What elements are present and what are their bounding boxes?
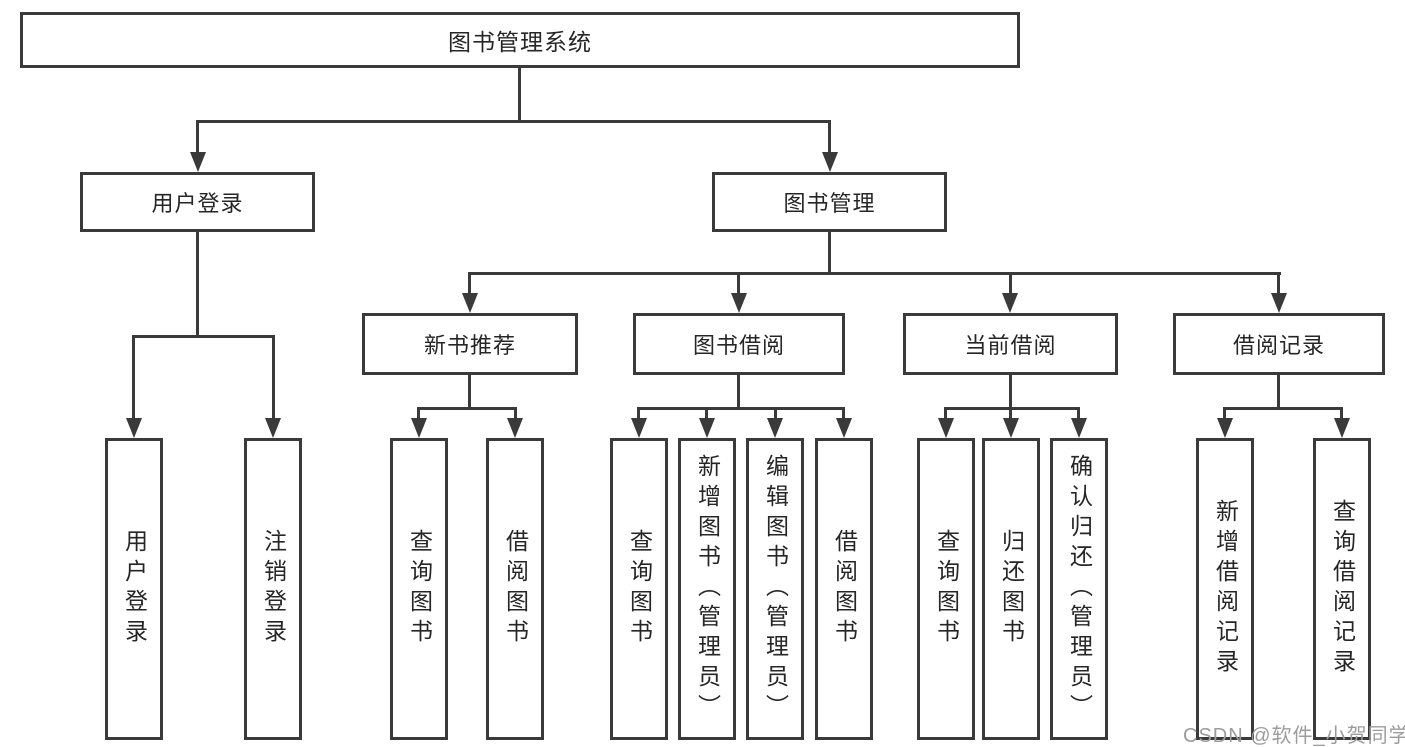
connector-drop [1277, 272, 1280, 293]
connector-current-bar [944, 407, 1080, 410]
connector-drop [828, 120, 831, 152]
leaf-borrow-books-recommend: 借阅图书 [486, 438, 544, 740]
connector-drop [774, 407, 777, 418]
arrowhead-icon [836, 418, 852, 438]
connector-drop [1340, 407, 1343, 418]
arrowhead-icon [699, 418, 715, 438]
leaf-confirm-return-admin: 确认归还（管理员） [1050, 438, 1108, 740]
arrowhead-icon [938, 418, 954, 438]
connector-drop [417, 407, 420, 418]
connector-drop [705, 407, 708, 418]
connector-drop [468, 272, 471, 293]
leaf-query-borrow-record: 查询借阅记录 [1313, 438, 1371, 740]
leaf-label: 新增图书（管理员） [694, 454, 721, 724]
arrowhead-icon [411, 418, 427, 438]
leaf-label: 借阅图书 [831, 529, 858, 649]
arrowhead-icon [462, 293, 478, 313]
leaf-return-books: 归还图书 [982, 438, 1040, 740]
arrowhead-icon [822, 152, 838, 172]
arrowhead-icon [631, 418, 647, 438]
connector-drop [637, 407, 640, 418]
node-new-book-recommend: 新书推荐 [362, 313, 578, 375]
connector-drop [944, 407, 947, 418]
leaf-query-books-borrow: 查询图书 [610, 438, 668, 740]
leaf-logout: 注销登录 [244, 438, 302, 740]
connector-current-stem [1009, 375, 1012, 410]
connector-root-bar [196, 120, 831, 123]
leaf-label: 查询借阅记录 [1329, 499, 1356, 679]
connector-drop [842, 407, 845, 418]
leaf-label: 注销登录 [260, 529, 287, 649]
connector-recommend-bar [417, 407, 517, 410]
node-book-borrow: 图书借阅 [633, 313, 845, 375]
connector-borrow-stem [737, 375, 740, 410]
leaf-label: 新增借阅记录 [1212, 499, 1239, 679]
arrowhead-icon [1334, 418, 1350, 438]
leaf-label: 编辑图书（管理员） [762, 454, 789, 724]
arrowhead-icon [767, 418, 783, 438]
leaf-label: 借阅图书 [502, 529, 529, 649]
connector-drop [737, 272, 740, 293]
leaf-label: 查询图书 [933, 529, 960, 649]
connector-borrow-bar [637, 407, 845, 410]
leaf-add-borrow-record: 新增借阅记录 [1196, 438, 1254, 740]
csdn-watermark: CSDN @软件_小贺同学 [1183, 725, 1405, 747]
connector-bookmgmt-stem [828, 232, 831, 275]
connector-userlogin-bar [132, 335, 275, 338]
arrowhead-icon [1003, 418, 1019, 438]
node-book-management: 图书管理 [712, 172, 947, 232]
leaf-borrow-books: 借阅图书 [815, 438, 873, 740]
node-label: 图书借阅 [692, 333, 785, 358]
connector-drop [1077, 407, 1080, 418]
connector-userlogin-stem [196, 232, 199, 338]
connector-records-bar [1223, 407, 1343, 410]
node-library-management-system: 图书管理系统 [20, 12, 1020, 68]
connector-drop [196, 120, 199, 152]
node-label: 借阅记录 [1232, 333, 1325, 358]
connector-drop [514, 407, 517, 418]
connector-drop [1223, 407, 1226, 418]
node-label: 用户登录 [151, 191, 244, 216]
connector-drop [1009, 272, 1012, 293]
leaf-label: 确认归还（管理员） [1066, 454, 1093, 724]
leaf-add-books-admin: 新增图书（管理员） [678, 438, 736, 740]
node-label: 图书管理 [783, 191, 876, 216]
connector-drop [272, 335, 275, 418]
node-label: 当前借阅 [964, 333, 1057, 358]
leaf-label: 用户登录 [121, 529, 148, 649]
leaf-label: 查询图书 [626, 529, 653, 649]
arrowhead-icon [265, 418, 281, 438]
leaf-query-books-current: 查询图书 [917, 438, 975, 740]
arrowhead-icon [126, 418, 142, 438]
node-current-borrow: 当前借阅 [903, 313, 1118, 375]
leaf-user-login: 用户登录 [105, 438, 163, 740]
leaf-edit-books-admin: 编辑图书（管理员） [746, 438, 804, 740]
arrowhead-icon [1217, 418, 1233, 438]
connector-root-stem [518, 68, 521, 123]
arrowhead-icon [190, 152, 206, 172]
connector-drop [1009, 407, 1012, 418]
node-user-login: 用户登录 [80, 172, 315, 232]
node-label: 新书推荐 [423, 333, 516, 358]
connector-bookmgmt-bar [468, 272, 1281, 275]
arrowhead-icon [1071, 418, 1087, 438]
arrowhead-icon [1271, 293, 1287, 313]
connector-drop [132, 335, 135, 418]
leaf-query-books-recommend: 查询图书 [390, 438, 448, 740]
node-borrow-records: 借阅记录 [1173, 313, 1385, 375]
arrowhead-icon [1002, 293, 1018, 313]
arrowhead-icon [731, 293, 747, 313]
leaf-label: 查询图书 [406, 529, 433, 649]
arrowhead-icon [507, 418, 523, 438]
leaf-label: 归还图书 [998, 529, 1025, 649]
connector-records-stem [1277, 375, 1280, 410]
connector-recommend-stem [468, 375, 471, 410]
node-label: 图书管理系统 [448, 29, 592, 55]
